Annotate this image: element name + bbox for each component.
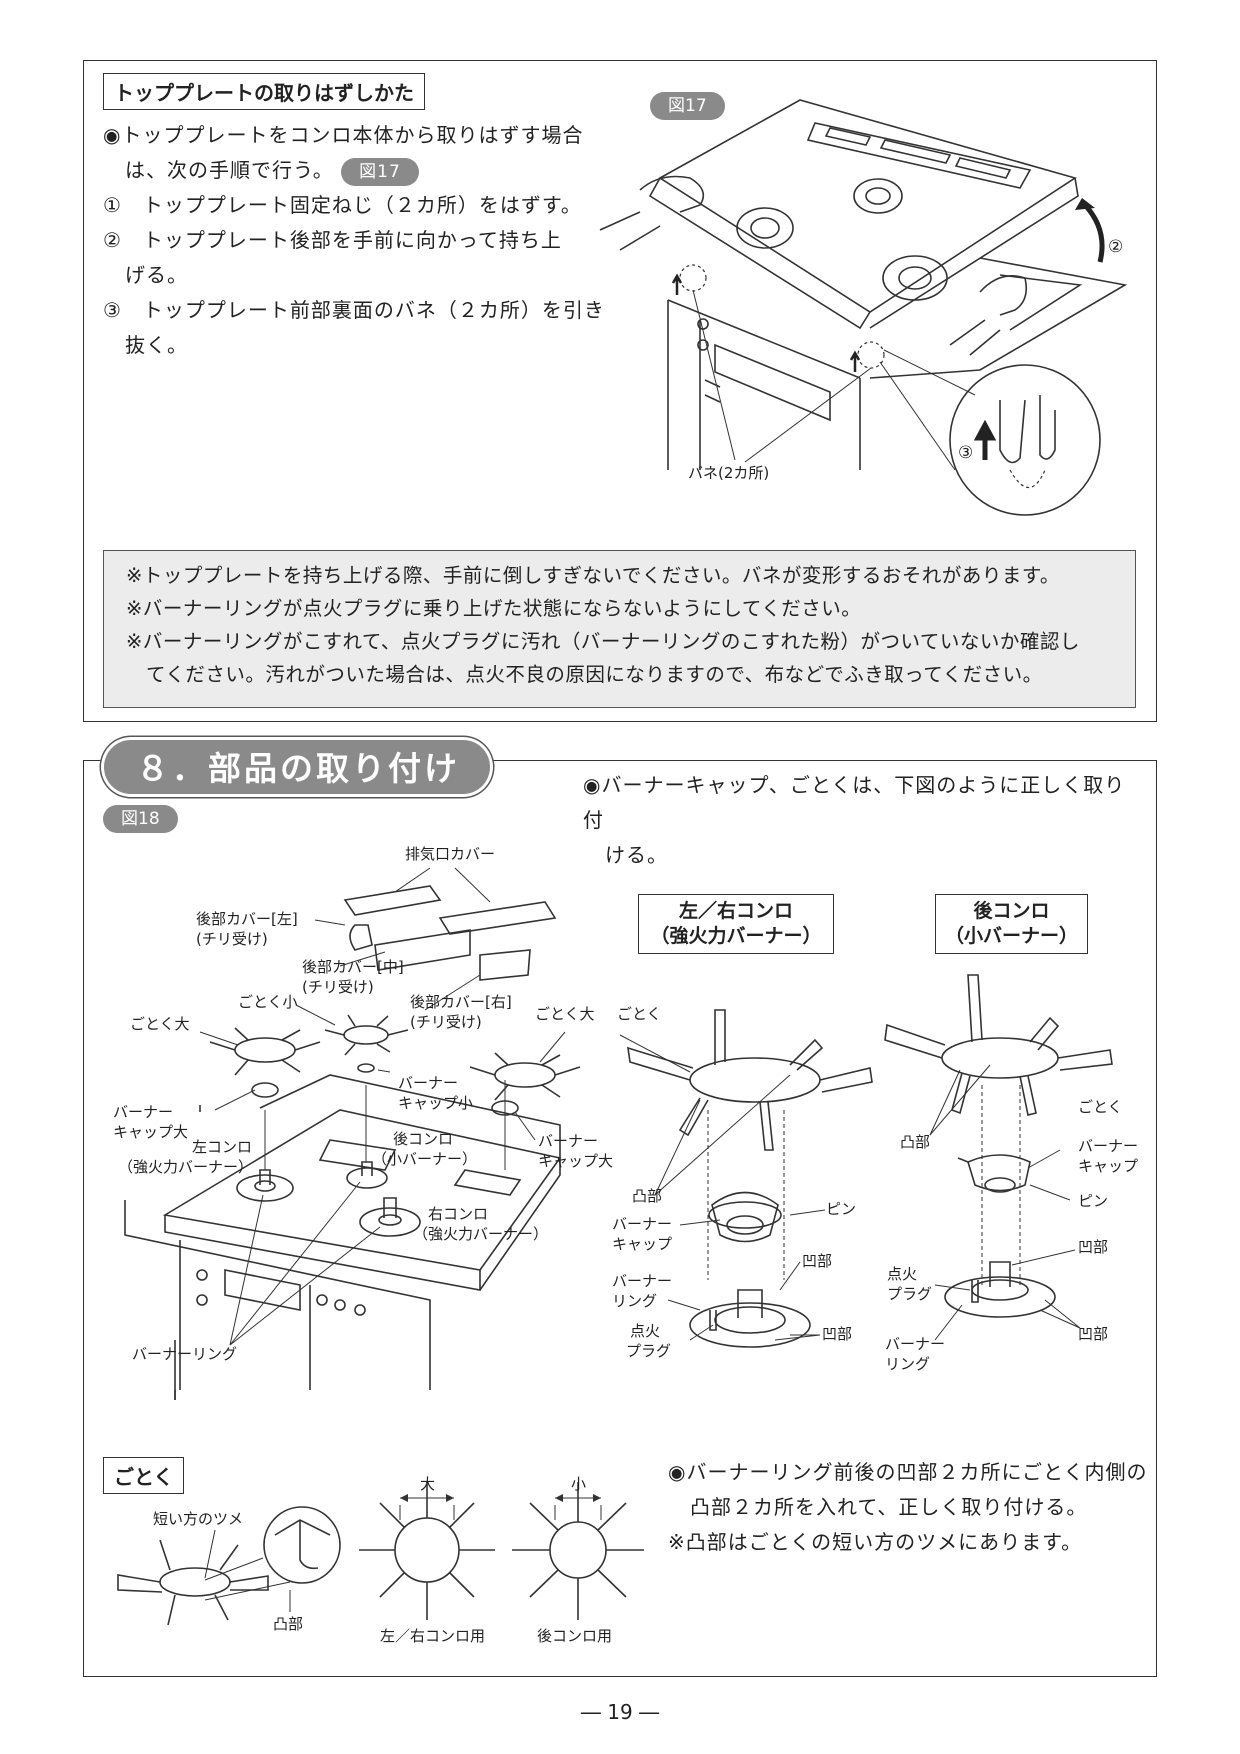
bottom-note: ※凸部はごとくの短い方のツメにあります。: [668, 1530, 1083, 1554]
step-3-line2: 抜く。: [125, 333, 188, 357]
gotoku-large-right-shape: [469, 1052, 581, 1101]
fig17-mark-2: ②: [1108, 237, 1124, 257]
note-2: ※バーナーリングが点火プラグに乗り上げた状態にならないようにしてください。: [126, 597, 862, 620]
label-rear-cover-right-2: (チリ受け): [410, 1013, 482, 1031]
rear-label-plug-1: 点火: [887, 1265, 918, 1283]
gotoku-small-shape: [324, 1014, 409, 1056]
lr-burner-title: 左／右コンロ （強火力バーナー）: [638, 894, 834, 954]
bottom-line2: 凸部２カ所を入れて、正しく取り付ける。: [690, 1495, 1088, 1519]
rear-label-concave-bottom: 凹部: [1078, 1325, 1109, 1343]
label-right-burner-1: 右コンロ: [428, 1205, 489, 1223]
gotoku-label-convex: 凸部: [273, 1615, 304, 1633]
rear-title-line1: 後コンロ: [973, 900, 1050, 922]
label-cap-large-right-2: キャップ大: [538, 1152, 614, 1170]
label-rear-burner-1: 後コンロ: [393, 1130, 454, 1148]
label-gotoku-large-right: ごとく大: [535, 1005, 595, 1023]
rear-label-convex: 凸部: [900, 1133, 931, 1151]
lr-label-gotoku: ごとく: [617, 1005, 662, 1023]
lr-title-line1: 左／右コンロ: [678, 900, 793, 922]
rear-label-gotoku: ごとく: [1078, 1098, 1123, 1116]
section8-intro: ◉バーナーキャップ、ごとくは、下図のように正しく取り付 ける。: [583, 768, 1143, 873]
fig17-label: 図17: [650, 92, 725, 120]
step-2-line1: ② トッププレート後部を手前に向かって持ち上: [103, 228, 562, 252]
lr-title-line2: （強火力バーナー）: [650, 925, 822, 947]
note-1: ※トッププレートを持ち上げる際、手前に倒しすぎないでください。バネが変形するおそ…: [126, 564, 1060, 587]
rear-label-concave-top: 凹部: [1078, 1238, 1109, 1256]
lr-label-pin: ピン: [826, 1200, 857, 1218]
gotoku-large-left-shape: [209, 1027, 321, 1076]
label-left-burner-1: 左コンロ: [192, 1138, 253, 1156]
step-3-line1: ③ トッププレート前部裏面のバネ（２カ所）を引き: [103, 298, 605, 322]
label-rear-burner-2: （小バーナー）: [372, 1150, 478, 1168]
top-intro: ◉トッププレートをコンロ本体から取りはずす場合 は、次の手順で行う。 図17 ①…: [103, 118, 623, 363]
lr-label-cap-2: キャップ: [612, 1235, 673, 1253]
gotoku-label-lr-use: 左／右コンロ用: [380, 1627, 486, 1645]
label-burner-ring: バーナーリング: [132, 1345, 238, 1363]
label-rear-cover-right-1: 後部カバー[右]: [410, 993, 512, 1011]
rear-title-line2: （小バーナー）: [944, 925, 1078, 947]
lr-label-cap-1: バーナー: [612, 1215, 673, 1233]
rear-label-cap-1: バーナー: [1078, 1137, 1139, 1155]
page-number: ― 19 ―: [580, 1700, 660, 1724]
fig18-label: 図18: [103, 805, 178, 833]
section8-intro-line1: ◉バーナーキャップ、ごとくは、下図のように正しく取り付: [583, 773, 1126, 832]
lr-label-plug-2: プラグ: [626, 1342, 672, 1360]
lr-label-concave-bottom: 凹部: [822, 1325, 853, 1343]
note-3: ※バーナーリングがこすれて、点火プラグに汚れ（バーナーリングのこすれた粉）がつい…: [126, 630, 1080, 653]
label-rear-cover-mid-2: (チリ受け): [302, 978, 374, 996]
fig17-ref-badge: 図17: [341, 157, 419, 186]
lr-label-concave-top: 凹部: [802, 1252, 833, 1270]
label-cap-small-1: バーナー: [398, 1074, 459, 1092]
lr-label-ring-2: リング: [612, 1292, 658, 1310]
label-rear-cover-mid-1: 後部カバー[中]: [302, 958, 404, 976]
rear-label-cap-2: キャップ: [1078, 1157, 1139, 1175]
label-exhaust-cover: 排気口カバー: [405, 845, 496, 863]
step-2-line2: げる。: [125, 263, 188, 287]
rear-burner-title: 後コンロ （小バーナー）: [935, 894, 1088, 954]
rear-label-ring-2: リング: [885, 1355, 931, 1373]
rear-label-plug-2: プラグ: [887, 1285, 933, 1303]
section8-bottom-text: ◉バーナーリング前後の凹部２カ所にごとく内側の 凸部２カ所を入れて、正しく取り付…: [668, 1455, 1148, 1560]
section8-title: ８．部品の取り付け: [104, 740, 490, 794]
top-intro-line2: は、次の手順で行う。: [125, 158, 334, 182]
gotoku-box-title: ごとく: [103, 1457, 185, 1494]
section8-intro-line2: ける。: [605, 843, 668, 867]
label-cap-large-left-1: バーナー: [113, 1103, 174, 1121]
lr-label-plug-1: 点火: [630, 1322, 661, 1340]
gotoku-label-size-large: 大: [420, 1475, 436, 1493]
label-rear-cover-left-2: (チリ受け): [196, 930, 268, 948]
caution-notes: ※トッププレートを持ち上げる際、手前に倒しすぎないでください。バネが変形するおそ…: [103, 550, 1136, 708]
label-cap-large-left-2: キャップ大: [113, 1123, 189, 1141]
fig17-spring-label: バネ(2カ所): [688, 464, 770, 482]
top-section-title: トッププレートの取りはずしかた: [103, 73, 425, 110]
top-intro-line1: ◉トッププレートをコンロ本体から取りはずす場合: [103, 123, 584, 147]
lr-label-convex: 凸部: [632, 1187, 663, 1205]
gotoku-label-size-small: 小: [571, 1475, 587, 1493]
bottom-line1: ◉バーナーリング前後の凹部２カ所にごとく内側の: [668, 1460, 1148, 1484]
label-gotoku-large-left: ごとく大: [130, 1015, 190, 1033]
gotoku-label-rear-use: 後コンロ用: [537, 1627, 613, 1645]
rear-label-pin: ピン: [1078, 1192, 1109, 1210]
note-4: てください。汚れがついた場合は、点火不良の原因になりますので、布などでふき取って…: [146, 663, 1043, 686]
label-cap-small-2: キャップ小: [398, 1094, 474, 1112]
fig17-mark-3: ③: [958, 443, 974, 463]
step-1: ① トッププレート固定ねじ（２カ所）をはずす。: [103, 193, 582, 217]
lr-label-ring-1: バーナー: [612, 1272, 673, 1290]
label-cap-large-right-1: バーナー: [538, 1132, 599, 1150]
label-gotoku-small: ごとく小: [238, 993, 298, 1011]
label-left-burner-2: （強火力バーナー）: [118, 1158, 254, 1176]
label-rear-cover-left-1: 後部カバー[左]: [196, 910, 298, 928]
gotoku-label-short-claw: 短い方のツメ: [153, 1510, 244, 1528]
label-right-burner-2: （強火力バーナー）: [413, 1225, 549, 1243]
rear-label-ring-1: バーナー: [885, 1335, 946, 1353]
